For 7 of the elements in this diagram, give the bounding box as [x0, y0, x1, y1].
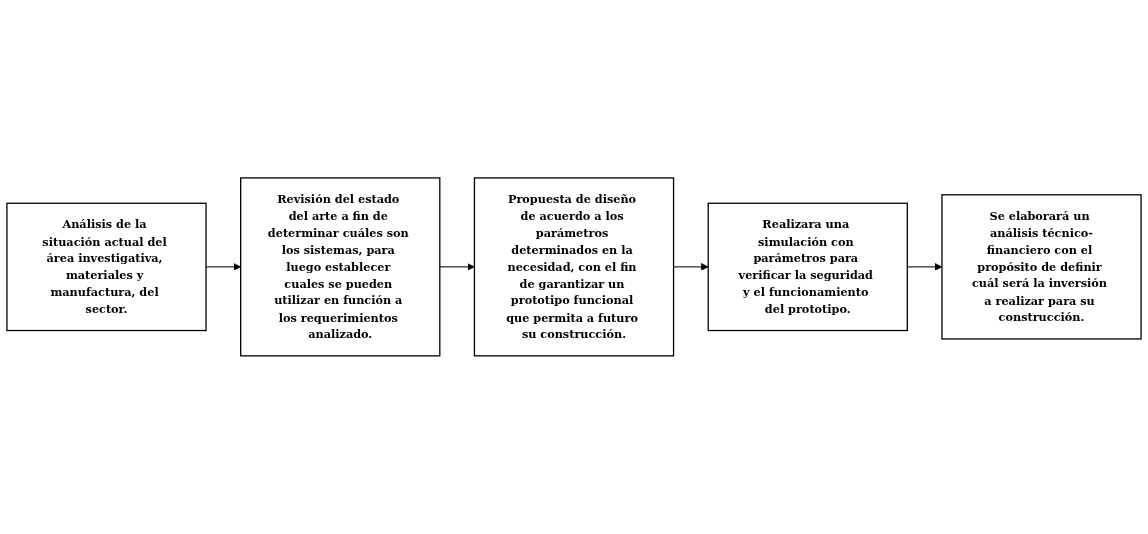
node-box: Realizara una simulación con parámetros para verificar la seguridad y el funcionamiento del prototipo.: [707, 202, 908, 332]
arrow: [673, 263, 709, 271]
arrow: [439, 263, 475, 271]
node-box: Se elaborará un análisis técnico-financiero con el propósito de definir cuál será la inversión a realizar para su construcción.: [941, 194, 1142, 340]
node-box: Revisión del estado del arte a fin de determinar cuáles son los sistemas, para luego establecer cuales se pueden utilizar en función a los requerimientos analizado.: [240, 177, 441, 357]
node-box: Análisis de la situación actual del área investigativa, materiales y manufactura, del sector.: [6, 202, 207, 332]
node-box: Propuesta de diseño de acuerdo a los parámetros determinados en la necesidad, con el fin de garantizar un prototipo funcional que permita a futuro su construcción.: [473, 177, 675, 357]
